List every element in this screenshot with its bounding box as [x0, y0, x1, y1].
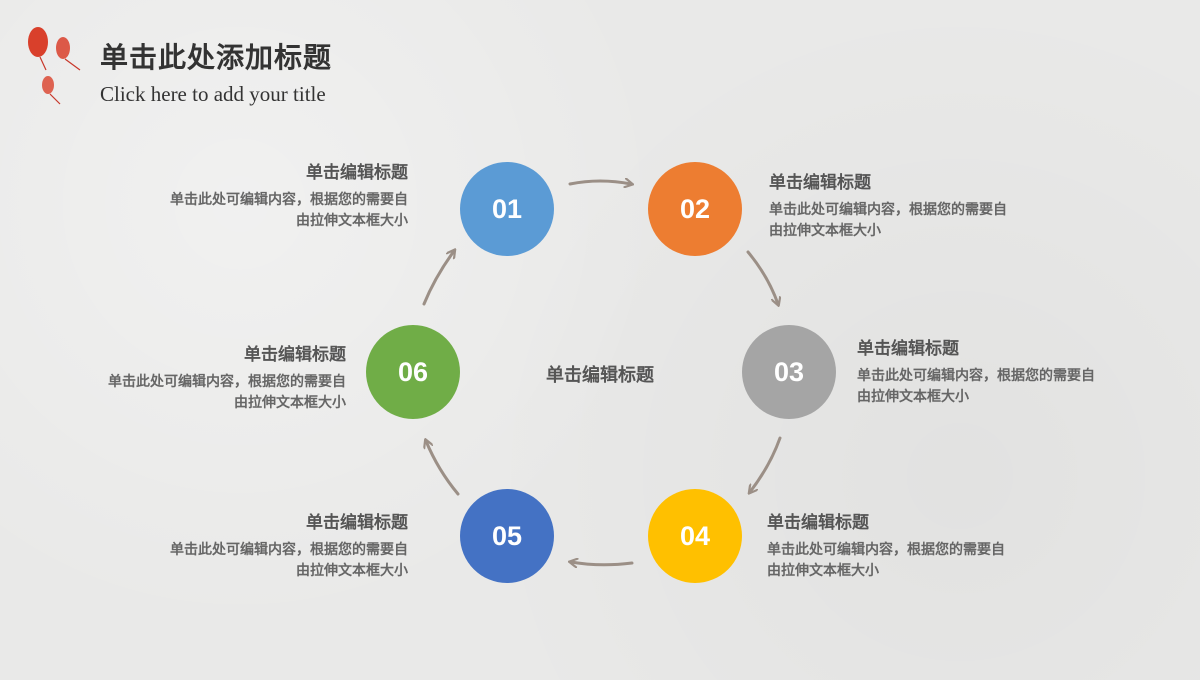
arrow-02-03 [746, 250, 778, 304]
block-desc-line2: 由拉伸文本框大小 [767, 562, 879, 578]
page-title: 单击此处添加标题 [100, 43, 333, 74]
block-desc-line1: 单击此处可编辑内容，根据您的需要自 [108, 373, 346, 389]
text-block-02: 单击编辑标题 单击此处可编辑内容，根据您的需要自 由拉伸文本框大小 [769, 168, 1059, 241]
block-desc-line2: 由拉伸文本框大小 [769, 222, 881, 238]
node-03[interactable]: 03 [742, 325, 836, 419]
block-title: 单击编辑标题 [769, 173, 871, 192]
block-title: 单击编辑标题 [306, 163, 408, 182]
text-block-01: 单击编辑标题 单击此处可编辑内容，根据您的需要自 由拉伸文本框大小 [118, 158, 408, 231]
text-block-03: 单击编辑标题 单击此处可编辑内容，根据您的需要自 由拉伸文本框大小 [857, 334, 1147, 407]
block-title: 单击编辑标题 [244, 345, 346, 364]
node-01[interactable]: 01 [460, 162, 554, 256]
arrow-04-05 [571, 562, 634, 565]
center-title: 单击编辑标题 [546, 365, 654, 385]
block-desc-line1: 单击此处可编辑内容，根据您的需要自 [769, 201, 1007, 217]
node-02[interactable]: 02 [648, 162, 742, 256]
node-06[interactable]: 06 [366, 325, 460, 419]
arrow-06-01 [422, 251, 454, 306]
text-block-06: 单击编辑标题 单击此处可编辑内容，根据您的需要自 由拉伸文本框大小 [56, 340, 346, 413]
arrow-03-04 [750, 436, 782, 492]
arrow-01-02 [568, 181, 631, 184]
node-05[interactable]: 05 [460, 489, 554, 583]
lantern-decoration-icon [28, 27, 81, 105]
text-block-04: 单击编辑标题 单击此处可编辑内容，根据您的需要自 由拉伸文本框大小 [767, 508, 1057, 581]
block-desc-line1: 单击此处可编辑内容，根据您的需要自 [170, 191, 408, 207]
block-desc-line2: 由拉伸文本框大小 [234, 394, 346, 410]
block-desc-line1: 单击此处可编辑内容，根据您的需要自 [857, 367, 1095, 383]
block-title: 单击编辑标题 [857, 339, 959, 358]
block-title: 单击编辑标题 [767, 513, 869, 532]
block-desc-line1: 单击此处可编辑内容，根据您的需要自 [767, 541, 1005, 557]
block-desc-line2: 由拉伸文本框大小 [296, 562, 408, 578]
node-04[interactable]: 04 [648, 489, 742, 583]
block-desc-line2: 由拉伸文本框大小 [296, 212, 408, 228]
block-desc-line2: 由拉伸文本框大小 [857, 388, 969, 404]
block-title: 单击编辑标题 [306, 513, 408, 532]
arrow-05-06 [426, 441, 460, 496]
page-subtitle: Click here to add your title [100, 82, 326, 106]
block-desc-line1: 单击此处可编辑内容，根据您的需要自 [170, 541, 408, 557]
text-block-05: 单击编辑标题 单击此处可编辑内容，根据您的需要自 由拉伸文本框大小 [118, 508, 408, 581]
